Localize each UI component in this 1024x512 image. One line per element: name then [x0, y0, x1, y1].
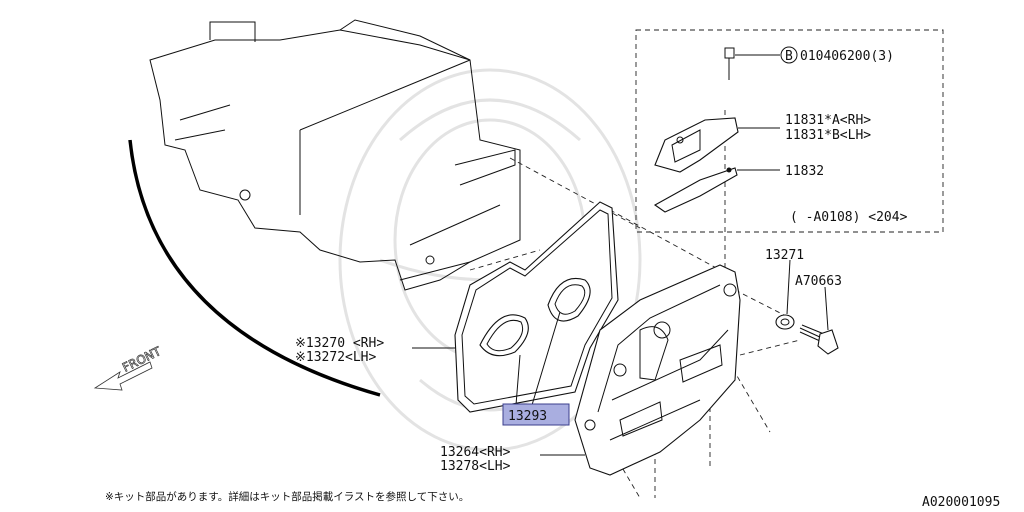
- callout-detail-range: ( -A0108) <204>: [790, 210, 908, 225]
- valve-cover-gasket: [454, 201, 619, 413]
- section-arc: [128, 139, 381, 397]
- washer-and-bolt: [775, 314, 839, 355]
- callout-11831-a: 11831*A<RH>: [785, 113, 871, 128]
- leader-lines: [412, 54, 829, 456]
- callout-13293: 13293: [508, 409, 547, 424]
- bolt-b-symbol: B: [785, 49, 793, 64]
- callout-11831-b: 11831*B<LH>: [785, 128, 871, 143]
- engine-block-outline: [149, 19, 521, 291]
- front-label: FRONT: [120, 344, 164, 375]
- callout-13271: 13271: [765, 248, 804, 263]
- callout-13264: 13264<RH>: [440, 445, 511, 460]
- detail-box: [635, 29, 944, 233]
- callout-13278: 13278<LH>: [440, 459, 511, 474]
- callout-11832: 11832: [785, 164, 824, 179]
- callout-a70663: A70663: [795, 274, 842, 289]
- footnote: ※キット部品があります。詳細はキット部品掲載イラストを参照して下さい。: [105, 490, 469, 503]
- callout-13293-highlight: [502, 403, 570, 426]
- callout-13272: ※13272<LH>: [295, 350, 377, 365]
- callout-bolt-b: 010406200(3): [800, 49, 894, 64]
- front-direction-arrow: FRONT: [93, 343, 164, 391]
- valve-cover: [574, 264, 741, 476]
- callout-13270: ※13270 <RH>: [295, 336, 384, 351]
- bolt-b-marker: [780, 46, 798, 64]
- drawing-code: A020001095: [922, 495, 1000, 510]
